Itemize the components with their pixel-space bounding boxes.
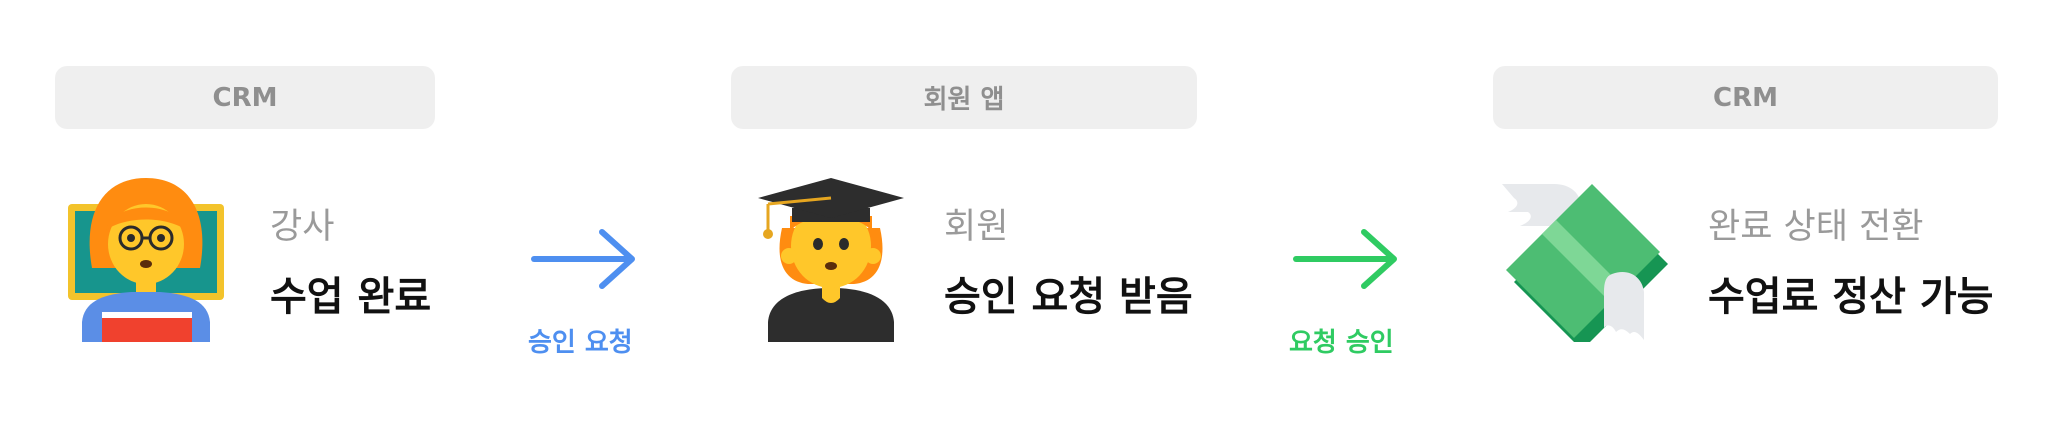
arrow-label: 요청 승인 (1289, 328, 1394, 358)
app-pill-crm: CRM (55, 66, 435, 129)
app-pill-crm-2: CRM (1493, 66, 1998, 129)
flying-money-icon (1500, 172, 1670, 342)
step-role: 완료 상태 전환 (1708, 207, 1924, 247)
step-role: 회원 (944, 207, 1009, 247)
graduate-icon (756, 172, 906, 342)
arrow-right-icon (1292, 228, 1402, 294)
step-action: 수업료 정산 가능 (1708, 274, 1994, 320)
step-action: 승인 요청 받음 (944, 274, 1193, 320)
app-pill-member-app: 회원 앱 (731, 66, 1197, 129)
teacher-icon (62, 172, 230, 342)
app-pill-label: 회원 앱 (923, 85, 1005, 115)
step-role: 강사 (270, 207, 335, 247)
app-pill-label: CRM (1713, 82, 1778, 113)
arrow-label: 승인 요청 (528, 328, 633, 358)
step-action: 수업 완료 (270, 274, 432, 320)
app-pill-label: CRM (212, 82, 278, 113)
arrow-right-icon (530, 228, 640, 294)
